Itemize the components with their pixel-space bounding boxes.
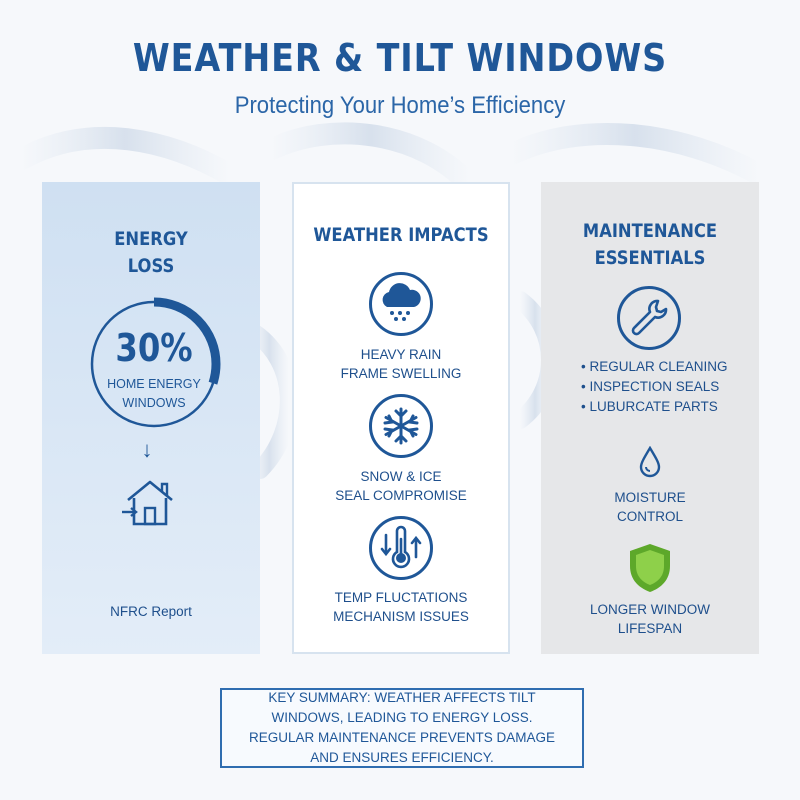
list-item: INSPECTION SEALS — [581, 377, 728, 397]
key-summary-box: KEY SUMMARY: WEATHER AFFECTS TILT WINDOW… — [220, 688, 584, 768]
lifespan-label: LONGER WINDOW LIFESPAN — [590, 602, 710, 636]
weather-item-snow: SNOW & ICE SEAL COMPROMISE — [335, 469, 467, 503]
energy-percent-value: 30% — [115, 326, 193, 370]
key-summary-text: KEY SUMMARY: WEATHER AFFECTS TILT WINDOW… — [248, 690, 556, 765]
wrench-icon — [617, 286, 681, 350]
snowflake-icon — [369, 394, 433, 458]
shield-icon — [630, 544, 670, 592]
page-subtitle: Protecting Your Home’s Efficiency — [234, 92, 566, 119]
weather-item-rain: HEAVY RAIN FRAME SWELLING — [340, 347, 462, 381]
thermometer-icon — [369, 516, 433, 580]
water-drop-icon — [639, 446, 661, 478]
energy-percent-ring — [87, 297, 221, 431]
maintenance-bullet-list: REGULAR CLEANING INSPECTION SEALS LUBURC… — [581, 357, 728, 417]
maintenance-title: MAINTENANCE ESSENTIALS — [582, 220, 718, 269]
arrow-down-icon: ↓ — [141, 437, 153, 462]
house-icon — [122, 480, 173, 526]
moisture-control-label: MOISTURE CONTROL — [614, 490, 686, 524]
weather-impacts-title: WEATHER IMPACTS — [313, 224, 489, 246]
energy-loss-title: ENERGY LOSS — [114, 228, 188, 277]
page-title: WEATHER & TILT WINDOWS — [132, 36, 668, 80]
weather-item-temp: TEMP FLUCTATIONS MECHANISM ISSUES — [333, 590, 469, 624]
energy-loss-panel: ENERGY LOSS 30% HOME ENERGY WINDOWS ↓ NF… — [42, 182, 260, 654]
list-item: REGULAR CLEANING — [581, 357, 727, 377]
source-label: NFRC Report — [110, 604, 192, 619]
energy-percent-label: HOME ENERGY WINDOWS — [107, 377, 201, 410]
rain-cloud-icon — [369, 272, 433, 336]
list-item: LUBURCATE PARTS — [581, 397, 728, 417]
weather-impacts-panel: WEATHER IMPACTS HEAVY RAIN FRAME SWELLIN… — [292, 182, 510, 654]
maintenance-panel: MAINTENANCE ESSENTIALS REGULAR CLEANING … — [541, 182, 759, 654]
